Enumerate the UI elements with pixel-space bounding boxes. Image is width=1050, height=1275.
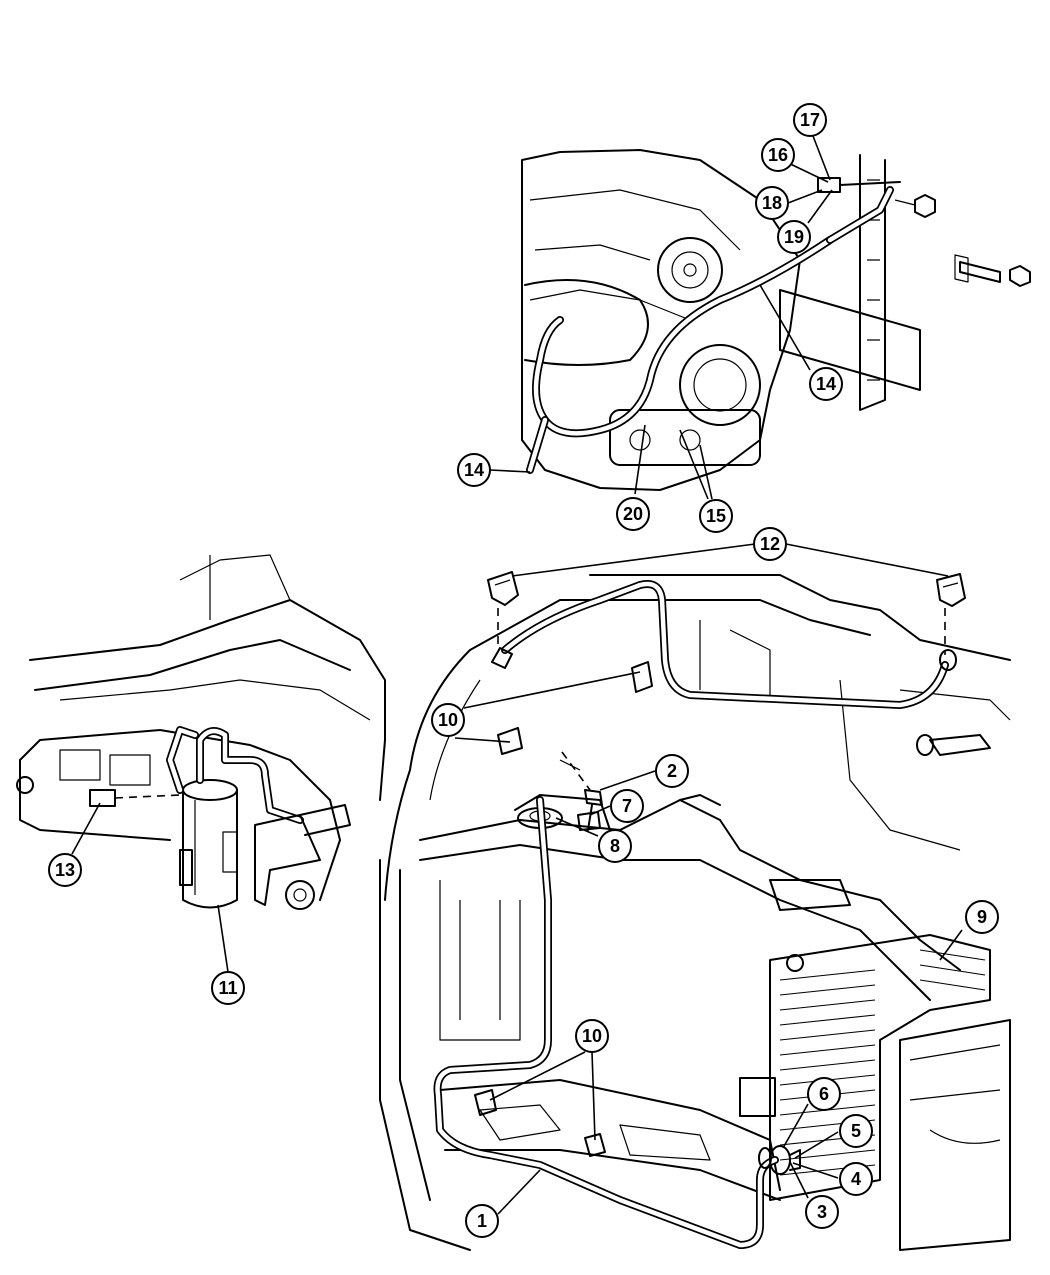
callout-8: 8 xyxy=(598,829,632,863)
engine-compressor-view xyxy=(521,149,1031,491)
front-end-condenser-view xyxy=(379,571,1011,1251)
callout-3: 3 xyxy=(805,1195,839,1229)
callout-2-label: 2 xyxy=(667,761,677,781)
callout-1: 1 xyxy=(465,1204,499,1238)
callout-6: 6 xyxy=(807,1077,841,1111)
callout-12-label: 12 xyxy=(760,534,780,554)
callout-15-label: 15 xyxy=(706,506,726,526)
callout-6-label: 6 xyxy=(819,1084,829,1104)
callout-12: 12 xyxy=(753,527,787,561)
callout-10-upper: 10 xyxy=(431,703,465,737)
callout-3-label: 3 xyxy=(817,1202,827,1222)
callout-19: 19 xyxy=(777,220,811,254)
callout-5-label: 5 xyxy=(851,1121,861,1141)
callout-11: 11 xyxy=(211,971,245,1005)
callout-17: 17 xyxy=(793,103,827,137)
callout-10-lower: 10 xyxy=(575,1019,609,1053)
callout-16: 16 xyxy=(761,138,795,172)
callout-17-label: 17 xyxy=(800,110,820,130)
callout-19-label: 19 xyxy=(784,227,804,247)
callout-9: 9 xyxy=(965,900,999,934)
callout-9-label: 9 xyxy=(977,907,987,927)
callout-13-label: 13 xyxy=(55,860,75,880)
callout-10-upper-label: 10 xyxy=(438,710,458,730)
callout-11-label: 11 xyxy=(218,978,237,998)
callout-4: 4 xyxy=(839,1162,873,1196)
callout-8-label: 8 xyxy=(610,836,620,856)
callout-10-lower-label: 10 xyxy=(582,1026,602,1046)
callout-2: 2 xyxy=(655,754,689,788)
callout-16-label: 16 xyxy=(768,145,788,165)
receiver-drier-view xyxy=(16,554,386,910)
callout-14-left: 14 xyxy=(457,453,491,487)
callout-15: 15 xyxy=(699,499,733,533)
callout-18-label: 18 xyxy=(762,193,782,213)
leader-lines xyxy=(71,135,963,1215)
callout-7-label: 7 xyxy=(622,796,632,816)
callout-7: 7 xyxy=(610,789,644,823)
callout-14-right-label: 14 xyxy=(816,374,836,394)
callout-20: 20 xyxy=(616,497,650,531)
callout-14-right: 14 xyxy=(809,367,843,401)
callout-4-label: 4 xyxy=(851,1169,861,1189)
callout-5: 5 xyxy=(839,1114,873,1148)
callout-1-label: 1 xyxy=(477,1211,487,1231)
callout-14-left-label: 14 xyxy=(464,460,484,480)
callout-18: 18 xyxy=(755,186,789,220)
callout-13: 13 xyxy=(48,853,82,887)
callout-20-label: 20 xyxy=(623,504,643,524)
